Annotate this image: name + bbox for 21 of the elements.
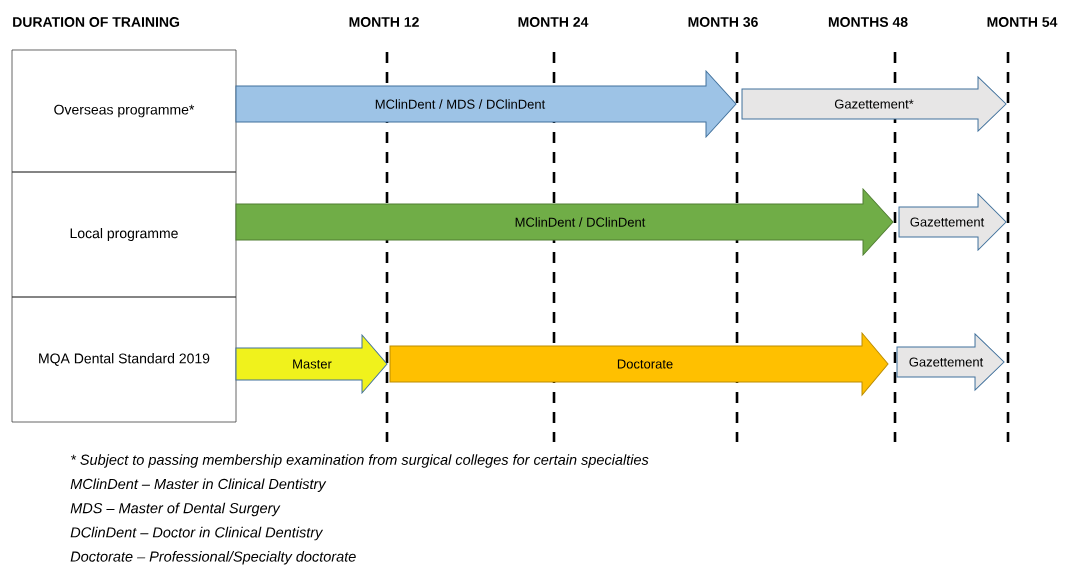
phase-band: MClinDent / MDS / DClinDent: [235, 70, 737, 138]
month-heading: MONTHS 48: [828, 17, 908, 27]
phase-band: Master: [235, 334, 388, 394]
row-box: MQA Dental Standard 2019: [11, 296, 237, 423]
phase-band: MClinDent / DClinDent: [235, 188, 894, 256]
row-box: Local programme: [11, 171, 237, 298]
phase-band: Gazettement: [898, 193, 1007, 251]
phase-band: Gazettement: [896, 333, 1005, 391]
footnote: Doctorate – Professional/Specialty doctorate: [70, 551, 356, 565]
month-heading: MONTH 24: [518, 17, 589, 27]
footnote: DClinDent – Doctor in Clinical Dentistry: [70, 526, 324, 541]
footnote: MClinDent – Master in Clinical Dentistry: [70, 478, 327, 492]
column-heading: DURATION OF TRAINING: [13, 17, 180, 27]
footnote: MDS – Master of Dental Surgery: [70, 502, 281, 517]
month-heading: MONTH 54: [987, 17, 1058, 27]
footnote: * Subject to passing membership examination from surgical colleges for certain specialties: [71, 454, 649, 468]
row-box: Overseas programme*: [11, 49, 237, 173]
month-heading: MONTH 36: [688, 17, 758, 27]
phase-band: Doctorate: [389, 332, 889, 396]
month-heading: MONTH 12: [349, 17, 419, 27]
phase-band: Gazettement*: [741, 76, 1007, 132]
